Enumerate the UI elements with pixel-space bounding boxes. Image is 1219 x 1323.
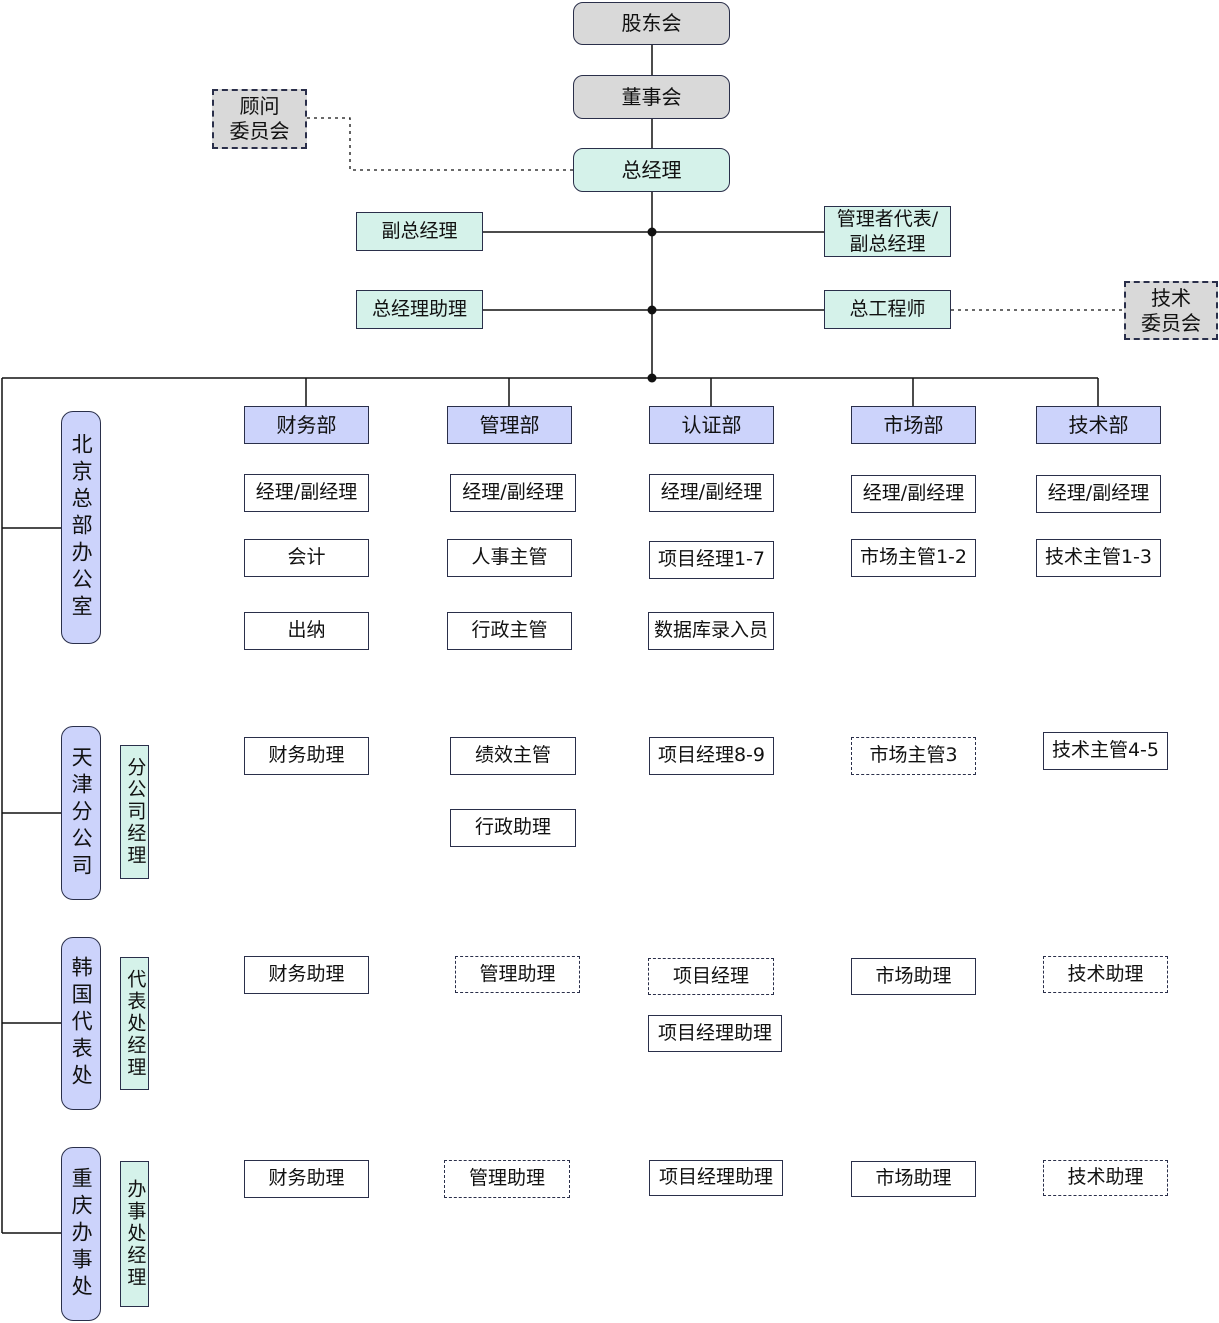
deputy-gm-box: 副总经理 bbox=[356, 212, 483, 251]
office-chongqing: 重庆办事处 bbox=[61, 1147, 101, 1321]
office-tianjin: 天津分公司 bbox=[61, 726, 101, 900]
tj-admin-performance: 绩效主管 bbox=[450, 737, 576, 775]
bj-admin-manager: 经理/副经理 bbox=[450, 474, 576, 512]
kr-finance-assistant: 财务助理 bbox=[244, 956, 369, 994]
advisory-committee-box: 顾问 委员会 bbox=[212, 89, 307, 149]
bj-cert-data-entry: 数据库录入员 bbox=[648, 612, 774, 650]
gm-assistant-box: 总经理助理 bbox=[356, 290, 483, 329]
bj-cert-pm: 项目经理1-7 bbox=[649, 541, 774, 579]
kr-cert-pm-assistant: 项目经理助理 bbox=[648, 1015, 782, 1052]
tj-finance-assistant: 财务助理 bbox=[244, 737, 369, 775]
bj-finance-manager: 经理/副经理 bbox=[244, 474, 369, 512]
korea-manager: 代表处经理 bbox=[120, 957, 149, 1090]
dept-market: 市场部 bbox=[851, 406, 976, 444]
tech-committee-box: 技术 委员会 bbox=[1124, 281, 1218, 340]
cq-finance-assistant: 财务助理 bbox=[244, 1160, 369, 1198]
kr-admin-assistant: 管理助理 bbox=[455, 956, 580, 993]
dept-finance: 财务部 bbox=[244, 406, 369, 444]
bj-tech-manager: 经理/副经理 bbox=[1036, 475, 1161, 513]
office-korea: 韩国代表处 bbox=[61, 937, 101, 1110]
chief-engineer-box: 总工程师 bbox=[824, 290, 951, 329]
kr-cert-pm: 项目经理 bbox=[648, 958, 774, 995]
cq-cert-pm-assistant: 项目经理助理 bbox=[649, 1160, 783, 1196]
tj-tech-supervisor: 技术主管4-5 bbox=[1043, 732, 1168, 770]
tj-admin-assistant: 行政助理 bbox=[450, 809, 576, 847]
dept-tech: 技术部 bbox=[1036, 406, 1161, 444]
mgmt-rep-box: 管理者代表/ 副总经理 bbox=[824, 206, 951, 257]
kr-market-assistant: 市场助理 bbox=[851, 958, 976, 995]
dept-cert: 认证部 bbox=[649, 406, 774, 444]
bj-admin-executive: 行政主管 bbox=[447, 612, 572, 650]
bj-finance-cashier: 出纳 bbox=[244, 612, 369, 650]
bj-admin-hr: 人事主管 bbox=[447, 539, 572, 577]
board-box: 董事会 bbox=[573, 75, 730, 119]
office-beijing: 北京总部办公室 bbox=[61, 411, 101, 644]
chongqing-manager: 办事处经理 bbox=[120, 1161, 149, 1307]
bj-cert-manager: 经理/副经理 bbox=[649, 474, 774, 512]
kr-tech-assistant: 技术助理 bbox=[1043, 956, 1168, 993]
shareholders-box: 股东会 bbox=[573, 2, 730, 45]
bj-market-manager: 经理/副经理 bbox=[851, 475, 976, 513]
bj-tech-supervisor: 技术主管1-3 bbox=[1036, 539, 1161, 577]
cq-admin-assistant: 管理助理 bbox=[444, 1160, 570, 1198]
tj-market-supervisor: 市场主管3 bbox=[851, 737, 976, 775]
bj-market-supervisor: 市场主管1-2 bbox=[851, 539, 976, 577]
cq-tech-assistant: 技术助理 bbox=[1043, 1160, 1168, 1196]
tianjin-manager: 分公司经理 bbox=[120, 745, 149, 879]
bj-finance-accountant: 会计 bbox=[244, 539, 369, 577]
dept-admin: 管理部 bbox=[447, 406, 572, 444]
cq-market-assistant: 市场助理 bbox=[851, 1161, 976, 1197]
tj-cert-pm: 项目经理8-9 bbox=[649, 737, 774, 775]
general-manager-box: 总经理 bbox=[573, 148, 730, 192]
